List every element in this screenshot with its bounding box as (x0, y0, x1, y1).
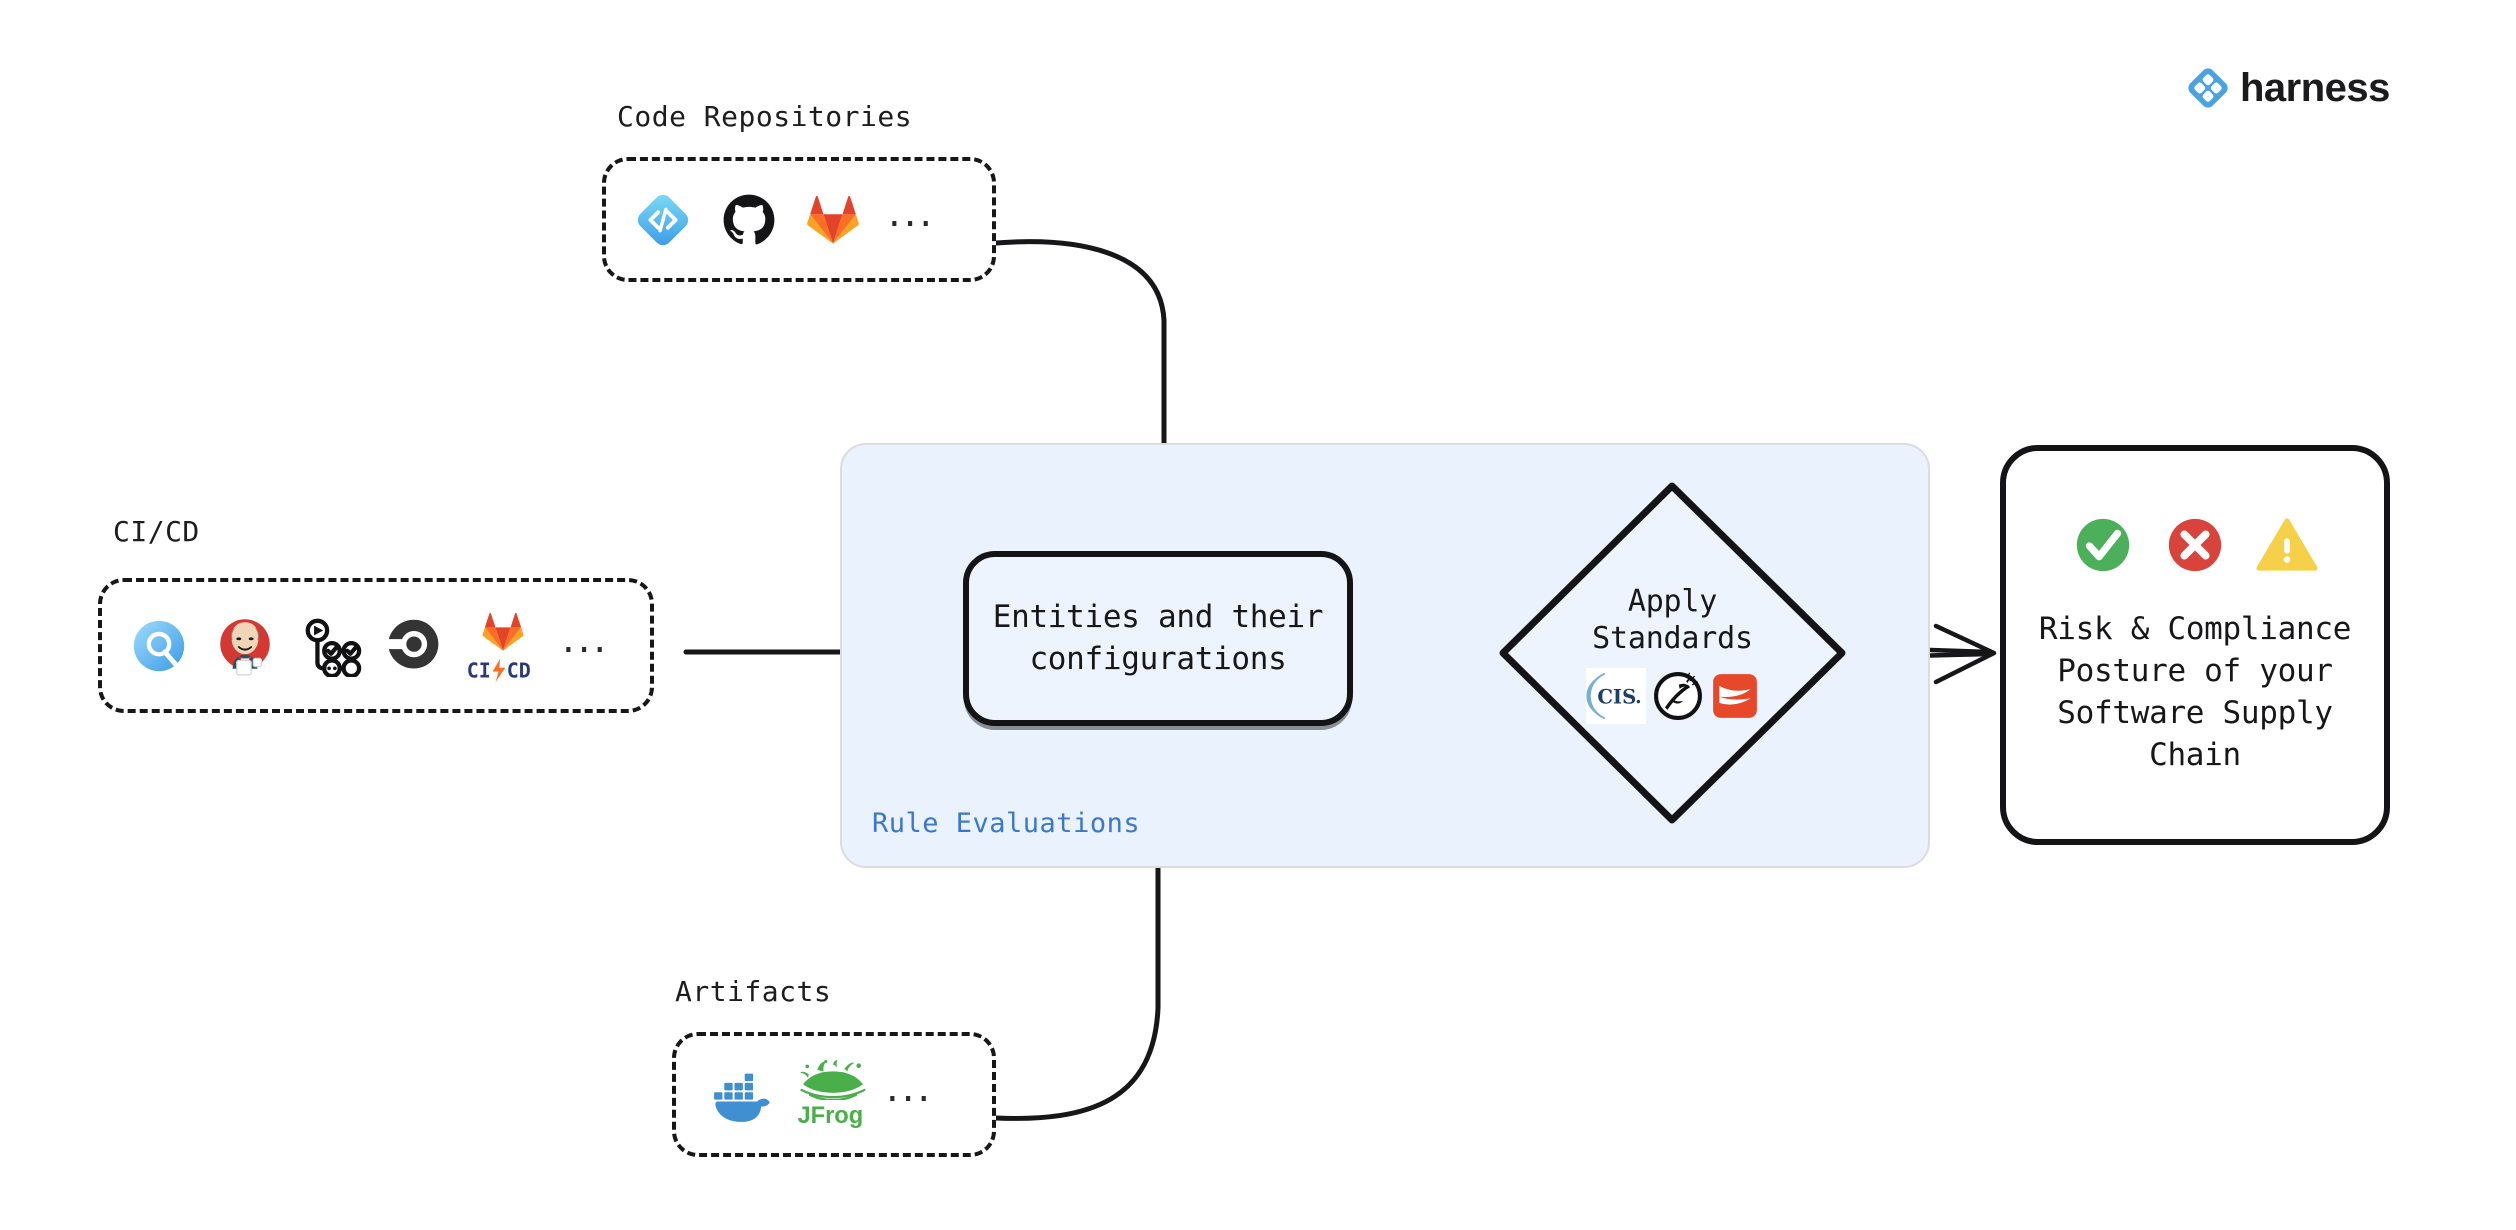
success-check-icon (2076, 518, 2130, 571)
jfrog-splash-icon (800, 1059, 866, 1100)
harness-icon (133, 620, 185, 671)
gitlab-icon (807, 195, 859, 244)
entities-label: Entities and their configurations (992, 598, 1324, 677)
github-icon (723, 194, 775, 244)
caption-artifacts: Artifacts (675, 975, 832, 1008)
github-actions-icon (305, 618, 362, 677)
source-box-artifacts[interactable]: JFrog ... (672, 1032, 996, 1157)
code-repositories-more: ... (888, 189, 936, 236)
harness-diamond-icon (2188, 68, 2228, 108)
warning-triangle-icon (2256, 518, 2318, 571)
gitlab-cicd-icon: CI CD (466, 609, 540, 683)
status-icon-row (2072, 514, 2318, 576)
harness-logo: harness (2188, 68, 2390, 108)
harness-wordmark: harness (2240, 66, 2390, 110)
caption-ci-cd: CI/CD (113, 515, 200, 548)
jfrog-icon: JFrog (796, 1059, 870, 1130)
circleci-icon (388, 619, 439, 668)
outcome-label: Risk & Compliance Posture of your Softwa… (2038, 610, 2352, 774)
risk-compliance-outcome-node[interactable]: Risk & Compliance Posture of your Softwa… (2000, 445, 2390, 845)
diamond-shape (1499, 482, 1846, 824)
gitlab-fox-icon (482, 612, 524, 651)
source-box-code-repositories[interactable]: ... (602, 157, 996, 282)
caption-code-repositories: Code Repositories (617, 100, 913, 133)
entities-and-configurations-node[interactable]: Entities and their configurations (963, 551, 1353, 726)
rule-evaluations-label: Rule Evaluations (872, 808, 1141, 839)
harness-code-icon (637, 194, 689, 245)
docker-icon (707, 1073, 770, 1122)
jfrog-wordmark: JFrog (797, 1103, 863, 1129)
jenkins-icon (220, 618, 270, 675)
gitlab-cicd-wordmark: CI CD (467, 658, 531, 682)
source-box-ci-cd[interactable]: CI CD ... (98, 578, 654, 713)
slsa-logo (1712, 673, 1757, 718)
svg-text:JFrog: JFrog (797, 1103, 863, 1129)
cis-logo: CIS (1585, 667, 1646, 724)
owasp-logo (1653, 671, 1702, 720)
svg-text:CD: CD (507, 658, 531, 682)
apply-standards-node[interactable]: Apply Standards CIS (1495, 478, 1850, 828)
artifacts-more: ... (886, 1064, 934, 1111)
svg-text:CI: CI (467, 658, 491, 682)
apply-standards-label: Apply Standards (1592, 583, 1753, 657)
ci-cd-more: ... (562, 615, 610, 662)
error-cross-icon (2168, 518, 2222, 571)
svg-text:CIS: CIS (1597, 685, 1636, 708)
